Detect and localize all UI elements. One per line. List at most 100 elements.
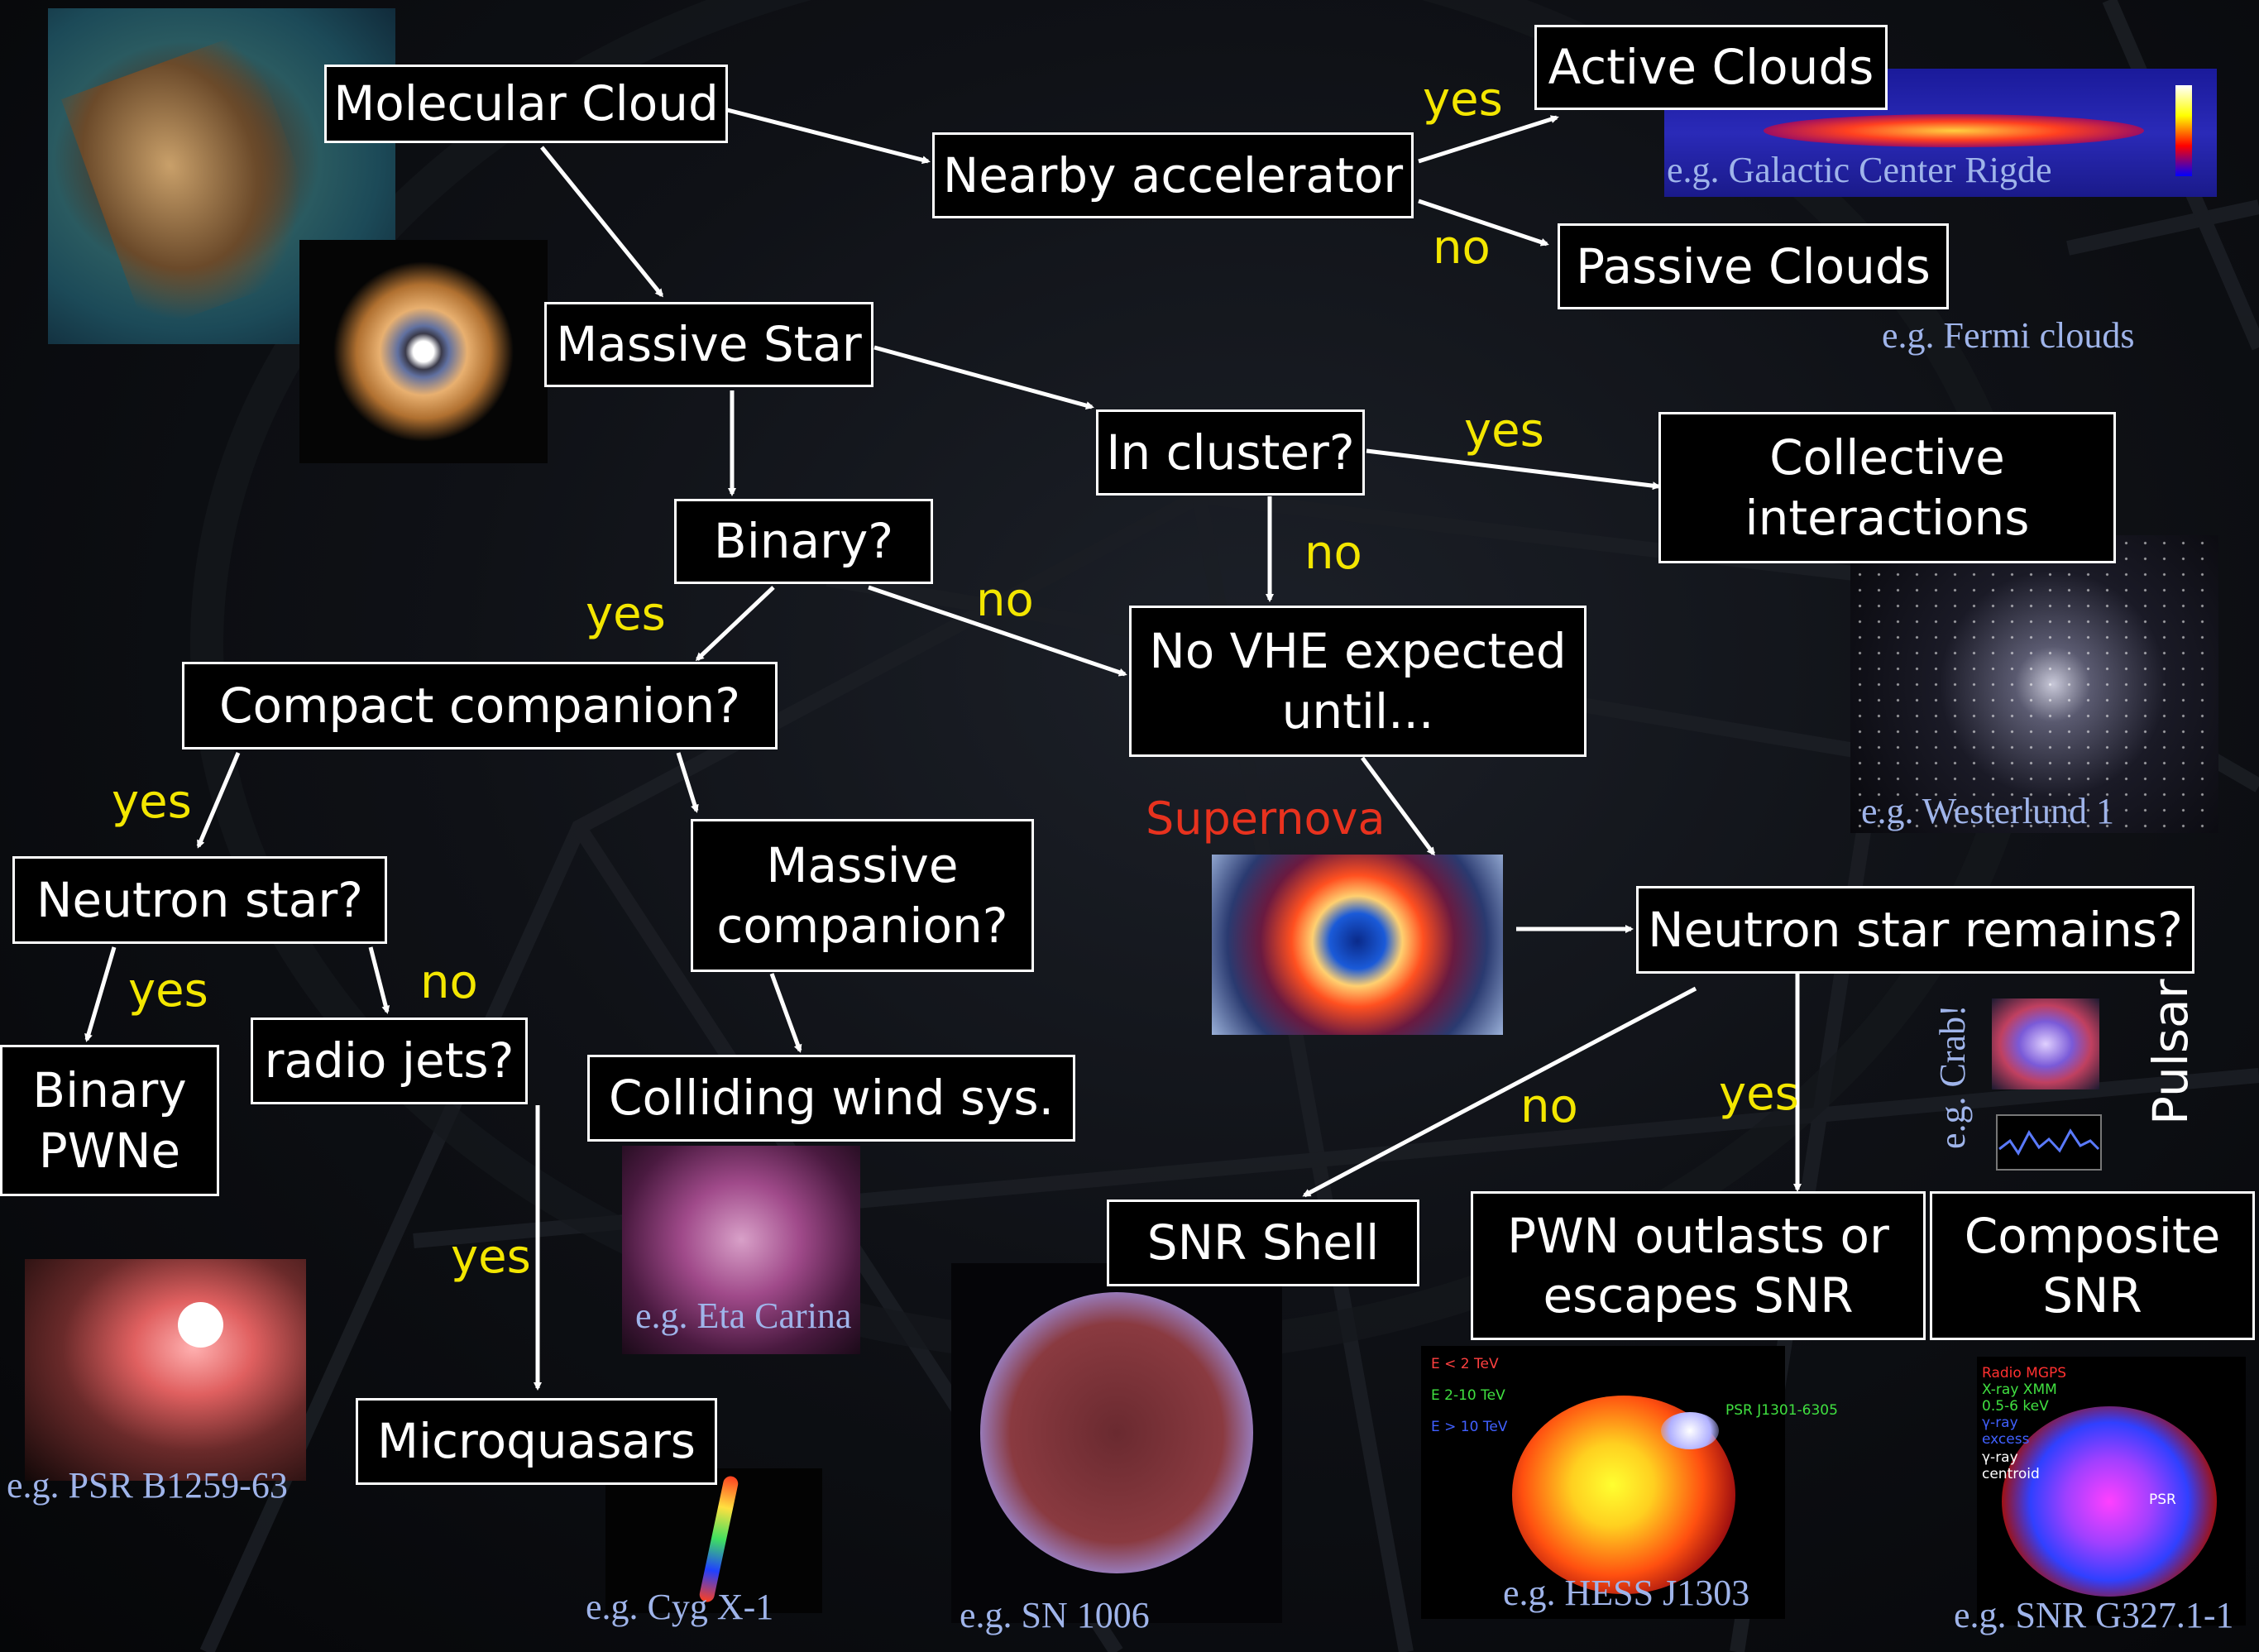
psr-binary-illustration — [25, 1259, 306, 1481]
label-nearby-accelerator: Nearby accelerator — [942, 146, 1404, 204]
edge-label-neutron-yes: yes — [128, 964, 208, 1018]
g327-legend-xray: X-ray XMM — [1982, 1381, 2057, 1398]
label-microquasars: Microquasars — [376, 1413, 696, 1470]
edge-label-remains-yes: yes — [1719, 1067, 1799, 1121]
crab-nebula-image — [1992, 998, 2099, 1089]
edge-label-accel-no: no — [1433, 221, 1491, 275]
pulsar-label: Pulsar — [2142, 979, 2199, 1125]
node-neutron-star: Neutron star? — [12, 856, 387, 944]
label-neutron-star: Neutron star? — [36, 871, 363, 928]
example-fermi-clouds: e.g. Fermi clouds — [1882, 315, 2135, 356]
arrow-cluster-to-collective — [1366, 448, 1661, 491]
label-composite-line2: SNR — [2042, 1267, 2142, 1324]
hess-legend-low: E < 2 TeV — [1431, 1356, 1499, 1372]
label-in-cluster: In cluster? — [1106, 424, 1355, 481]
example-sn1006: e.g. SN 1006 — [960, 1595, 1150, 1635]
star-glow-image — [299, 240, 548, 463]
edge-label-binary-no: no — [976, 573, 1034, 627]
label-massive-companion-line2: companion? — [716, 897, 1008, 954]
arrow-massive-to-colliding — [769, 973, 802, 1053]
g327-legend-radio: Radio MGPS — [1982, 1365, 2067, 1381]
g327-legend-gamma2: γ-ray — [1982, 1449, 2018, 1466]
supernova-label: Supernova — [1146, 792, 1386, 845]
node-in-cluster: In cluster? — [1096, 409, 1365, 496]
hess-j1303-map: E < 2 TeV E 2-10 TeV E > 10 TeV PSR J130… — [1421, 1346, 1838, 1619]
arrow-compact-to-massive-companion — [676, 752, 699, 813]
arrow-neutron-to-pwne — [84, 946, 117, 1042]
label-pwn-line1: PWN outlasts or — [1507, 1207, 1889, 1264]
label-no-vhe-line1: No VHE expected — [1149, 623, 1567, 679]
arrow-compact-to-neutron — [196, 752, 241, 849]
example-galactic-center: e.g. Galactic Center Rigde — [1667, 150, 2052, 190]
node-active-clouds: Active Clouds — [1534, 25, 1888, 110]
example-cyg-x1: e.g. Cyg X-1 — [586, 1587, 774, 1627]
label-snr-shell: SNR Shell — [1146, 1214, 1380, 1271]
crab-lightcurve-image — [1996, 1114, 2102, 1171]
example-snr-g327: e.g. SNR G327.1-1 — [1954, 1595, 2234, 1635]
g327-psr-label: PSR — [2149, 1492, 2176, 1508]
edge-label-neutron-no: no — [420, 955, 478, 1009]
label-composite-line1: Composite — [1964, 1207, 2221, 1264]
hess-psr-label: PSR J1301-6305 — [1725, 1402, 1838, 1419]
edge-label-cluster-no: no — [1304, 526, 1362, 580]
example-eta-carina: e.g. Eta Carina — [635, 1295, 852, 1336]
node-massive-star: Massive Star — [544, 302, 873, 387]
eta-carina-image — [622, 1146, 860, 1354]
label-massive-companion-line1: Massive — [766, 837, 959, 893]
snr-g327-map: Radio MGPS X-ray XMM 0.5-6 keV γ-ray exc… — [1977, 1357, 2246, 1626]
g327-legend-band: 0.5-6 keV — [1982, 1398, 2049, 1415]
edge-label-accel-yes: yes — [1423, 73, 1503, 127]
arrow-star-to-cluster — [873, 345, 1094, 409]
arrow-cloud-to-accelerator — [701, 101, 931, 165]
hess-legend-mid: E 2-10 TeV — [1431, 1387, 1505, 1404]
label-massive-star: Massive Star — [556, 316, 862, 373]
label-colliding-wind: Colliding wind sys. — [608, 1070, 1055, 1127]
node-colliding-wind: Colliding wind sys. — [587, 1055, 1075, 1142]
node-nearby-accelerator: Nearby accelerator — [932, 132, 1414, 218]
label-binary: Binary? — [713, 513, 894, 570]
arrow-novhe-to-supernova — [1360, 756, 1436, 856]
sn1006-shell-image — [951, 1263, 1282, 1623]
example-hess-j1303: e.g. HESS J1303 — [1503, 1573, 1750, 1613]
label-radio-jets: radio jets? — [264, 1032, 514, 1089]
cyg-x1-jet-image — [605, 1468, 822, 1613]
label-active-clouds: Active Clouds — [1548, 39, 1874, 96]
node-molecular-cloud: Molecular Cloud — [324, 65, 728, 143]
arrow-cloud-to-massive-star — [540, 146, 663, 298]
arrow-binary-to-novhe — [868, 585, 1127, 677]
edge-label-jets-yes: yes — [451, 1230, 531, 1284]
node-neutron-star-remains: Neutron star remains? — [1636, 886, 2194, 974]
example-westerlund: e.g. Westerlund 1 — [1861, 791, 2115, 831]
arrow-neutron-to-jets — [368, 946, 390, 1014]
label-collective-line2: interactions — [1745, 489, 2030, 546]
label-passive-clouds: Passive Clouds — [1576, 237, 1931, 294]
crab-example-label: e.g. Crab! — [1932, 1004, 1973, 1149]
node-passive-clouds: Passive Clouds — [1558, 223, 1949, 309]
hess-legend-high: E > 10 TeV — [1431, 1419, 1508, 1435]
g327-legend-centroid: centroid — [1982, 1466, 2040, 1482]
supernova-explosion-image — [1212, 855, 1503, 1035]
example-psr-b1259: e.g. PSR B1259-63 — [7, 1465, 288, 1506]
g327-legend-gamma: γ-ray — [1982, 1415, 2018, 1431]
arrow-accel-to-active — [1418, 115, 1559, 164]
label-no-vhe-line2: until... — [1281, 682, 1434, 740]
edge-label-binary-yes: yes — [586, 587, 666, 641]
arrow-accel-to-passive — [1418, 199, 1549, 247]
node-binary: Binary? — [674, 499, 933, 584]
node-compact-companion: Compact companion? — [182, 662, 778, 749]
g327-legend-excess: excess — [1982, 1431, 2030, 1448]
label-molecular-cloud: Molecular Cloud — [333, 75, 719, 132]
node-radio-jets: radio jets? — [251, 1018, 528, 1104]
label-neutron-star-remains: Neutron star remains? — [1648, 901, 2183, 958]
edge-label-remains-no: no — [1520, 1080, 1578, 1133]
arrow-binary-to-compact — [695, 586, 775, 662]
label-compact-companion: Compact companion? — [218, 677, 741, 734]
